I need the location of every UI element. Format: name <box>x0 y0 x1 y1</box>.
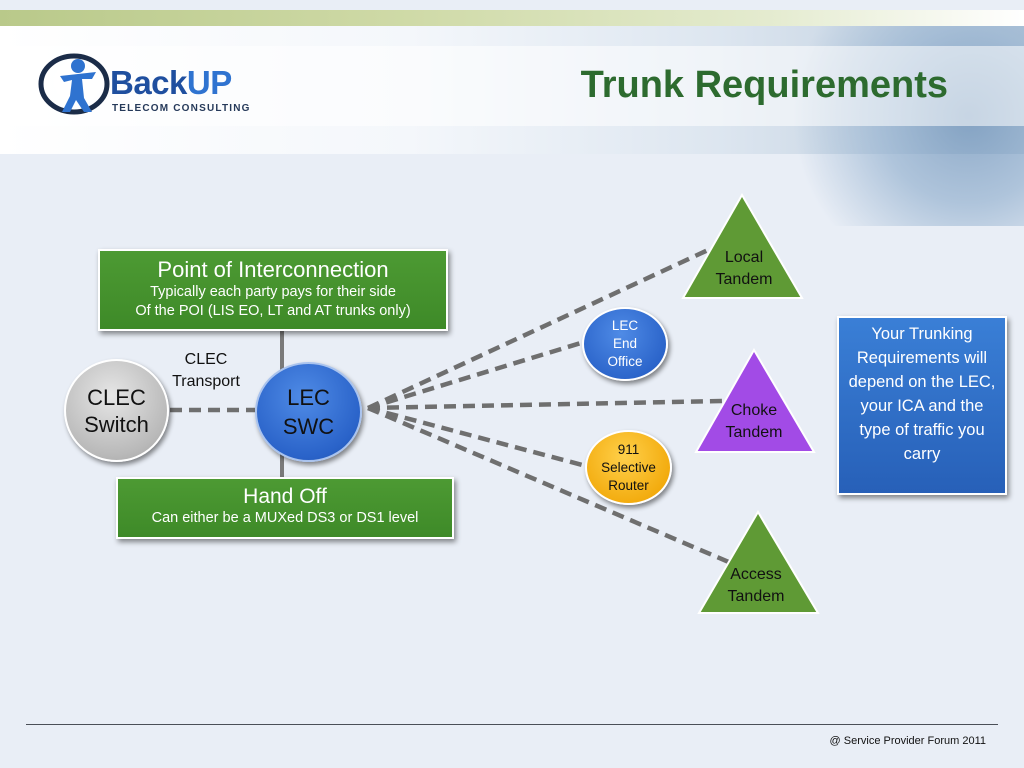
selective-router-node: 911 Selective Router <box>585 430 672 505</box>
trunk-to-lec-end-office <box>367 339 585 411</box>
poi-heading: Point of Interconnection <box>157 257 389 282</box>
local-tandem-triangle <box>681 193 804 299</box>
lec-eo-line-3: Office <box>607 354 643 369</box>
clec-switch-node: CLEC Switch <box>64 359 169 462</box>
local-tandem-label: Local Tandem <box>700 247 788 291</box>
hand-off-box: Hand Off Can either be a MUXed DS3 or DS… <box>116 477 454 539</box>
poi-line-2: Of the POI (LIS EO, LT and AT trunks onl… <box>135 303 411 319</box>
trunk-to-local-tandem <box>367 247 709 411</box>
router-line-3: Router <box>608 477 649 493</box>
lec-swc-node: LEC SWC <box>255 362 362 462</box>
choke-tandem-label: Choke Tandem <box>710 400 798 444</box>
router-line-1: 911 <box>617 441 640 457</box>
footer-divider <box>26 724 998 725</box>
clec-transport-label: CLEC Transport <box>158 349 254 393</box>
poi-line-1: Typically each party pays for their side <box>150 284 396 300</box>
local-tandem-line-2: Tandem <box>715 271 773 288</box>
clec-switch-line-1: CLEC <box>87 384 146 410</box>
trunk-to-selective-router <box>367 405 587 469</box>
handoff-heading: Hand Off <box>243 485 327 508</box>
lec-swc-line-2: SWC <box>282 414 335 439</box>
footer-copyright: @ Service Provider Forum 2011 <box>829 735 986 747</box>
router-line-2: Selective <box>601 459 656 475</box>
trunk-to-choke-tandem <box>367 398 723 411</box>
logo-tagline: TELECOM CONSULTING <box>112 103 251 114</box>
lec-eo-line-1: LEC <box>611 318 639 333</box>
top-accent-bar <box>0 10 1024 26</box>
choke-tandem-triangle <box>694 348 816 453</box>
company-logo: BackUP TELECOM CONSULTING <box>38 46 253 120</box>
header-band <box>0 46 1024 126</box>
logo-brand-main: Back <box>110 64 187 101</box>
trunking-requirements-note: Your Trunking Requirements will depend o… <box>837 316 1007 495</box>
lec-end-office-node: LEC End Office <box>582 307 668 381</box>
trunk-to-access-tandem <box>367 405 739 569</box>
clec-switch-line-2: Switch <box>84 411 149 437</box>
lec-swc-line-1: LEC <box>287 385 330 410</box>
logo-mark-icon <box>38 53 110 115</box>
clec-transport-line-1: CLEC <box>184 351 228 368</box>
logo-brand-accent: UP <box>186 64 232 101</box>
lec-eo-line-2: End <box>612 336 638 351</box>
slide-title: Trunk Requirements <box>580 64 948 106</box>
access-tandem-triangle <box>697 510 820 614</box>
local-tandem-line-1: Local <box>724 249 764 266</box>
access-tandem-line-1: Access <box>730 566 782 583</box>
handoff-line-1: Can either be a MUXed DS3 or DS1 level <box>151 510 419 526</box>
choke-tandem-line-1: Choke <box>730 402 778 419</box>
clec-transport-line-2: Transport <box>172 373 240 390</box>
point-of-interconnection-box: Point of Interconnection Typically each … <box>98 249 448 331</box>
access-tandem-line-2: Tandem <box>727 588 785 605</box>
access-tandem-label: Access Tandem <box>712 564 800 608</box>
logo-wordmark: BackUP <box>110 64 232 102</box>
choke-tandem-line-2: Tandem <box>725 424 783 441</box>
